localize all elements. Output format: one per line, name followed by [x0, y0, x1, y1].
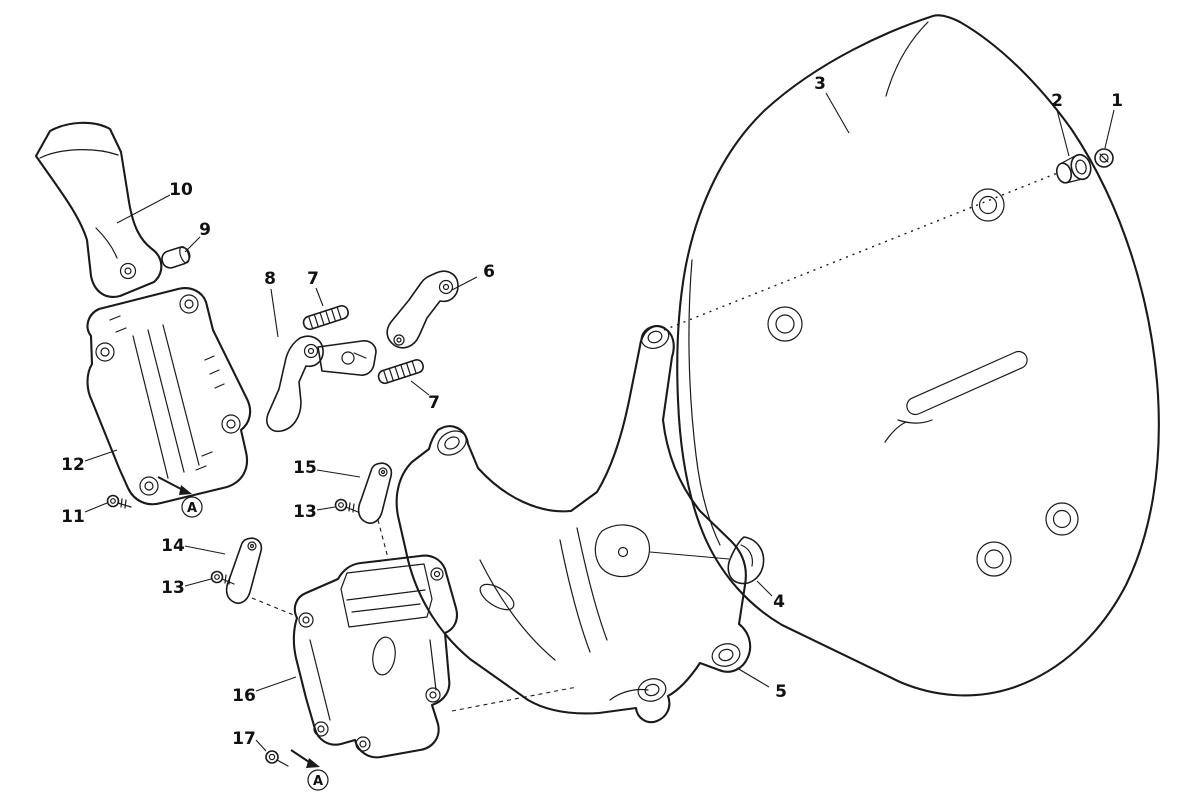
callout-10: 10	[169, 180, 193, 200]
view-marker-a-upper-label: A	[187, 501, 197, 516]
bracket-shield-hole	[594, 524, 651, 578]
part-14-wedge-bracket	[225, 537, 263, 604]
part-9-spacer	[161, 245, 191, 269]
callout-1: 1	[1111, 91, 1123, 111]
callouts: 1 2 3 4 5 6 7 7 8 9 10 11 12 13 13 14 15…	[61, 74, 1123, 749]
view-marker-a-lower-label: A	[313, 774, 323, 789]
part-1-screw	[1094, 148, 1114, 168]
view-marker-a-upper: A	[157, 476, 203, 518]
part-10-mount	[34, 121, 163, 298]
windshield-grommet-left	[767, 306, 803, 342]
view-marker-a-lower: A	[290, 749, 329, 791]
part-3-windshield	[676, 14, 1160, 697]
part-15-wedge-bracket	[357, 462, 393, 524]
part-13-screw-lower	[210, 570, 235, 585]
bracket-boss-bottom-mid	[637, 678, 667, 702]
windshield-grommet-right	[1045, 502, 1079, 536]
callout-2: 2	[1051, 91, 1063, 111]
callout-14: 14	[161, 536, 185, 556]
part-7-stud-lower	[377, 358, 424, 385]
callout-13-lower: 13	[161, 578, 185, 598]
callout-9: 9	[199, 220, 211, 240]
screw-axis-line	[663, 171, 1061, 331]
part-11-screw	[106, 494, 132, 509]
part-6-bracket-arm	[386, 270, 459, 349]
windshield-grommet-top	[971, 188, 1005, 222]
callout-13-upper: 13	[293, 502, 317, 522]
part-2-wellnut	[1055, 153, 1092, 184]
callout-7-lower: 7	[428, 393, 440, 413]
callout-5: 5	[775, 682, 787, 702]
windshield-grommet-bottom	[976, 541, 1012, 577]
bracket-boss-top-right	[640, 325, 670, 349]
part-4-cover-cap	[649, 536, 765, 585]
callout-7-upper: 7	[307, 269, 319, 289]
callout-6: 6	[483, 262, 495, 282]
callout-15: 15	[293, 458, 317, 478]
part-5-main-bracket	[395, 325, 752, 724]
callout-3: 3	[814, 74, 826, 94]
part-17-screw	[265, 750, 289, 767]
part-12-bracket-plate	[86, 287, 252, 506]
callout-8: 8	[264, 269, 276, 289]
bracket-boss-bottom-right	[711, 643, 741, 667]
callout-12: 12	[61, 455, 85, 475]
callout-11: 11	[61, 507, 85, 527]
part-8-bracket-arm	[266, 335, 377, 433]
callout-16: 16	[232, 686, 256, 706]
callout-17: 17	[232, 729, 256, 749]
bracket-boss-top-left	[437, 430, 467, 456]
part-16-instrument-bracket	[292, 554, 459, 759]
leader-lines	[84, 92, 1115, 752]
callout-4: 4	[773, 592, 785, 612]
part-7-stud-upper	[302, 304, 349, 331]
windshield-vent-slot	[906, 350, 1028, 416]
assembly-lines	[251, 519, 578, 712]
part-13-screw-upper	[334, 498, 359, 513]
